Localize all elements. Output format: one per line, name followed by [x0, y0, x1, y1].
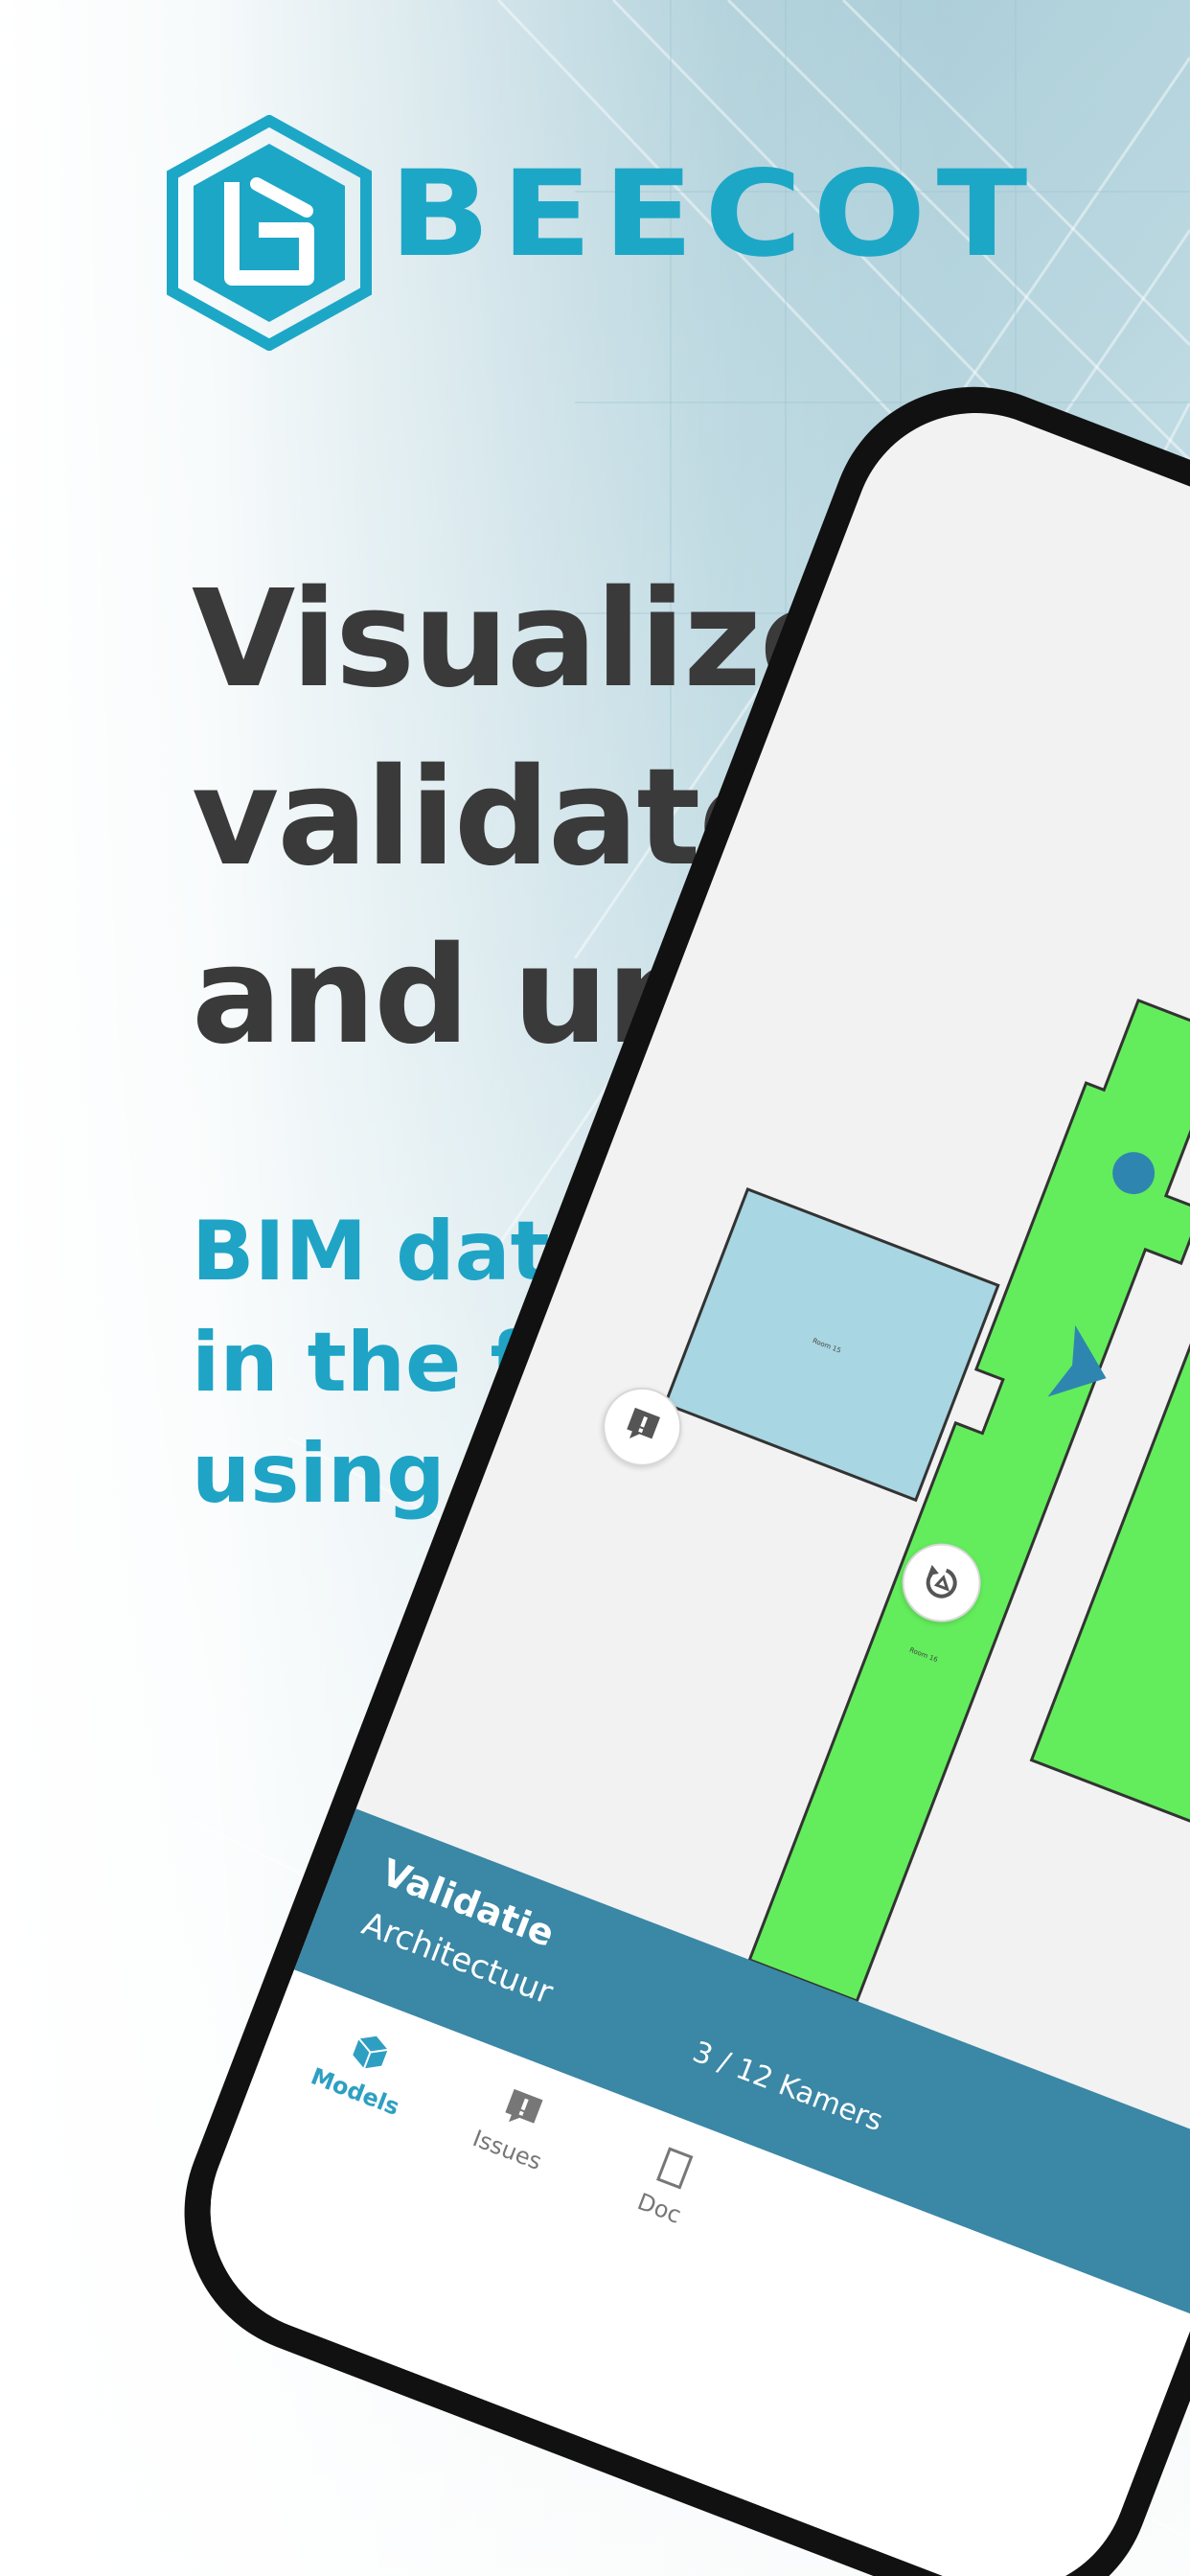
report-issue-button[interactable]	[591, 1375, 694, 1478]
tab-documents[interactable]: Doc	[587, 2124, 749, 2246]
room-15[interactable]	[663, 1186, 1000, 1503]
tab-models[interactable]: Models	[284, 2007, 446, 2129]
heading-arrow-icon	[1047, 1324, 1107, 1397]
tab-issues[interactable]: Issues	[435, 2065, 597, 2188]
tab-models-label: Models	[307, 2062, 403, 2121]
rotate-reset-icon	[926, 1564, 957, 1598]
app-screen: Room 15 Room 16	[174, 377, 1190, 2576]
hexagon-logo-icon	[167, 115, 372, 351]
corridor-room[interactable]	[747, 994, 1190, 2015]
brand-name: BEECOT	[389, 146, 1039, 284]
phone-mockup: Room 15 Room 16	[142, 345, 1190, 2576]
tab-documents-label: Doc	[633, 2188, 685, 2229]
brand-logo: BEECOT	[163, 115, 1027, 355]
floor-plan-drawing: Room 15 Room 16	[663, 994, 1190, 2015]
reset-view-button[interactable]	[890, 1531, 993, 1634]
floor-plan-map[interactable]: Room 15 Room 16	[339, 378, 1190, 2200]
bottom-tab-bar: Models Issues Doc	[174, 1963, 1190, 2576]
position-marker-icon	[1112, 1152, 1156, 1195]
issue-icon	[627, 1407, 660, 1439]
room-east[interactable]	[1029, 1275, 1190, 1889]
issue-icon	[505, 2088, 543, 2124]
validation-room-count: 3 / 12 Kamers	[688, 2035, 887, 2139]
document-icon	[655, 2147, 694, 2190]
cube-icon	[353, 2036, 388, 2069]
